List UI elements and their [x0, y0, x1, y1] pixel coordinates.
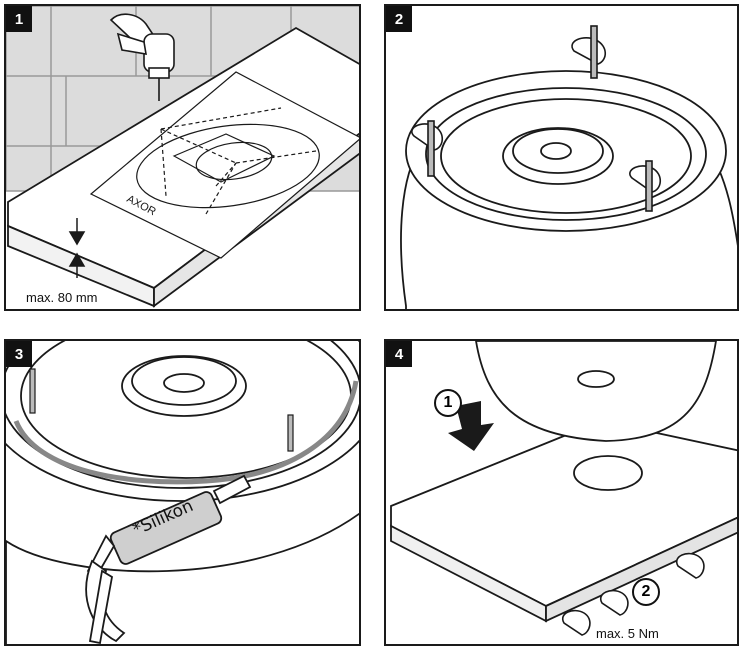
- mounting-clip-icon: [629, 160, 662, 212]
- down-arrow-icon: [448, 401, 494, 451]
- threaded-stud-icon: [29, 368, 294, 452]
- step-number-badge: 4: [386, 341, 412, 367]
- caulking-gun-icon: [85, 474, 252, 644]
- panel-step-1: 1: [4, 4, 361, 311]
- mounting-clip-icon: [571, 25, 607, 79]
- silicone-application-illustration: [6, 341, 359, 644]
- drilling-template: [89, 71, 359, 259]
- basin-placement-illustration: [390, 341, 737, 636]
- thickness-arrows: [68, 218, 86, 278]
- step-number-badge: 1: [6, 6, 32, 32]
- step-marker-1: 1: [434, 389, 462, 417]
- mounting-clip-icon: [561, 552, 705, 636]
- torque-label: max. 5 Nm: [594, 626, 661, 641]
- step-number-badge: 2: [386, 6, 412, 32]
- silicone-bead: [13, 380, 359, 485]
- max-thickness-label: max. 80 mm: [24, 290, 100, 305]
- drill-icon: [109, 13, 175, 101]
- basin-underside-illustration: [400, 25, 737, 309]
- step-marker-2: 2: [632, 578, 660, 606]
- step-number-badge: 3: [6, 341, 32, 367]
- countertop: [390, 420, 737, 623]
- basin: [475, 341, 717, 442]
- basin-rim: [6, 341, 359, 644]
- mounting-clip-icon: [411, 120, 444, 177]
- panel-step-3: 3 *Silikon: [4, 339, 361, 646]
- panel-step-4: 4 1 2 max. 5 Nm: [384, 339, 739, 646]
- panel-step-2: 2: [384, 4, 739, 311]
- drilling-illustration: AXOR: [6, 6, 359, 308]
- basin-body: [400, 70, 737, 309]
